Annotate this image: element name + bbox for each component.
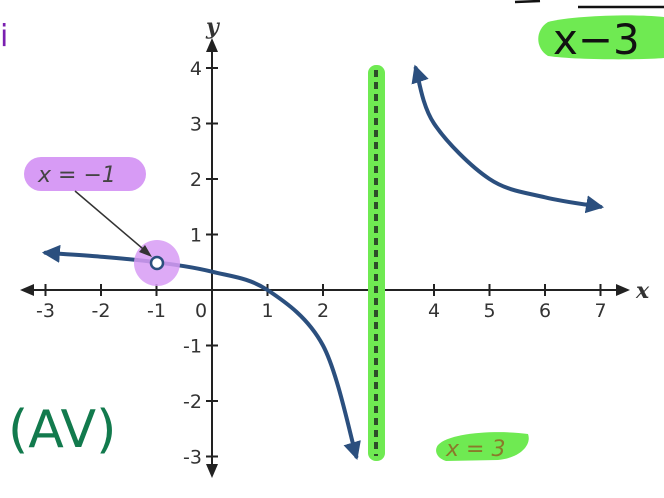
x-tick-label: 2	[317, 300, 329, 322]
hole-pointer	[74, 190, 150, 255]
x-tick-label: 7	[594, 300, 606, 322]
y-axis-arrow-top	[206, 38, 218, 52]
y-axis-arrow-bottom	[206, 464, 218, 478]
asymptote-label: x = 3	[445, 437, 505, 462]
hole-pointer-head	[139, 245, 152, 257]
x-tick-label: 1	[261, 300, 273, 322]
x-axis-label: x	[635, 278, 650, 304]
y-tick-label: 2	[190, 169, 202, 191]
corner-mark: i	[0, 19, 8, 54]
hole-point	[149, 255, 165, 271]
y-tick-label: 4	[190, 58, 202, 80]
hole-label: x = −1	[37, 163, 116, 188]
y-tick-label: -3	[183, 447, 202, 469]
x-axis-arrow-right	[616, 284, 630, 296]
x-tick-label: 6	[539, 300, 551, 322]
y-tick-label: 3	[190, 114, 202, 136]
fraction-bar-fragment	[514, 0, 541, 4]
x-tick-label: -2	[92, 300, 111, 322]
tick-labels: -3-2-1012345671234-1-2-3	[36, 58, 607, 469]
y-tick-label: -2	[183, 391, 202, 413]
denominator-highlight	[538, 15, 664, 60]
asymptote-label-highlight	[436, 432, 529, 461]
y-tick-label: 1	[190, 225, 202, 247]
x-tick-label: -3	[36, 300, 55, 322]
curve-left-branch	[41, 244, 361, 460]
curve-right-branch	[411, 64, 605, 214]
denominator-note: x−3	[553, 15, 640, 64]
x-tick-label: 0	[195, 300, 207, 322]
y-axis-label: y	[205, 14, 221, 40]
x-axis-arrow-left	[20, 284, 34, 296]
x-tick-label: 5	[483, 300, 495, 322]
tick-marks	[44, 67, 602, 458]
x-tick-label: -1	[147, 300, 166, 322]
x-tick-label: 4	[428, 300, 440, 322]
y-tick-label: -1	[183, 336, 202, 358]
av-note: (AV)	[8, 400, 116, 460]
hole-label-highlight	[24, 157, 146, 191]
